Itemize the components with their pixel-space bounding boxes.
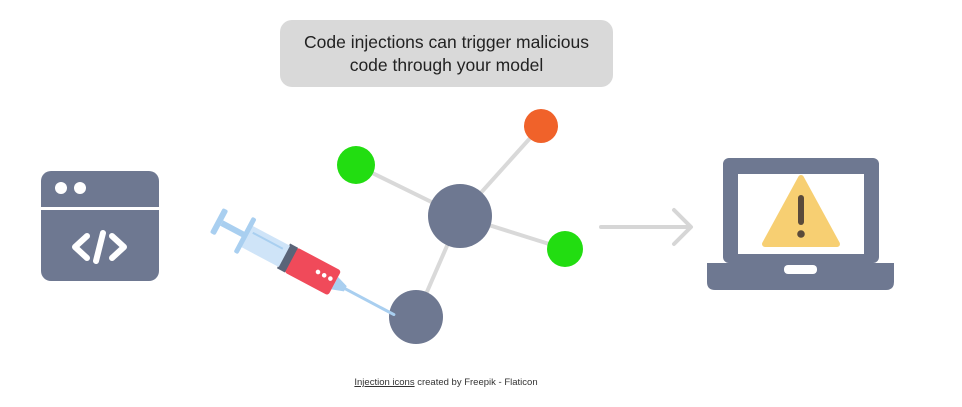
warning-triangle-icon — [762, 175, 840, 247]
arrow-right-icon — [599, 208, 693, 246]
laptop-warning-icon — [707, 158, 894, 290]
attribution-credit: Injection icons created by Freepik - Fla… — [0, 377, 892, 388]
attribution-link[interactable]: Injection icons — [354, 377, 415, 388]
syringe-icon — [210, 208, 396, 317]
caption-bubble: Code injections can trigger malicious co… — [280, 20, 613, 87]
code-window-icon — [41, 171, 159, 281]
molecule-network-icon — [337, 109, 583, 344]
caption-line-1: Code injections can trigger malicious — [304, 31, 589, 52]
molecule-green-node — [337, 146, 375, 184]
molecule-center-node — [428, 184, 492, 248]
caption-line-2: code through your model — [349, 54, 544, 75]
molecule-orange-node — [524, 109, 558, 143]
molecule-bottom-node — [389, 290, 443, 344]
attribution-text: created by Freepik - Flaticon — [414, 377, 538, 388]
molecule-green-node — [547, 231, 583, 267]
